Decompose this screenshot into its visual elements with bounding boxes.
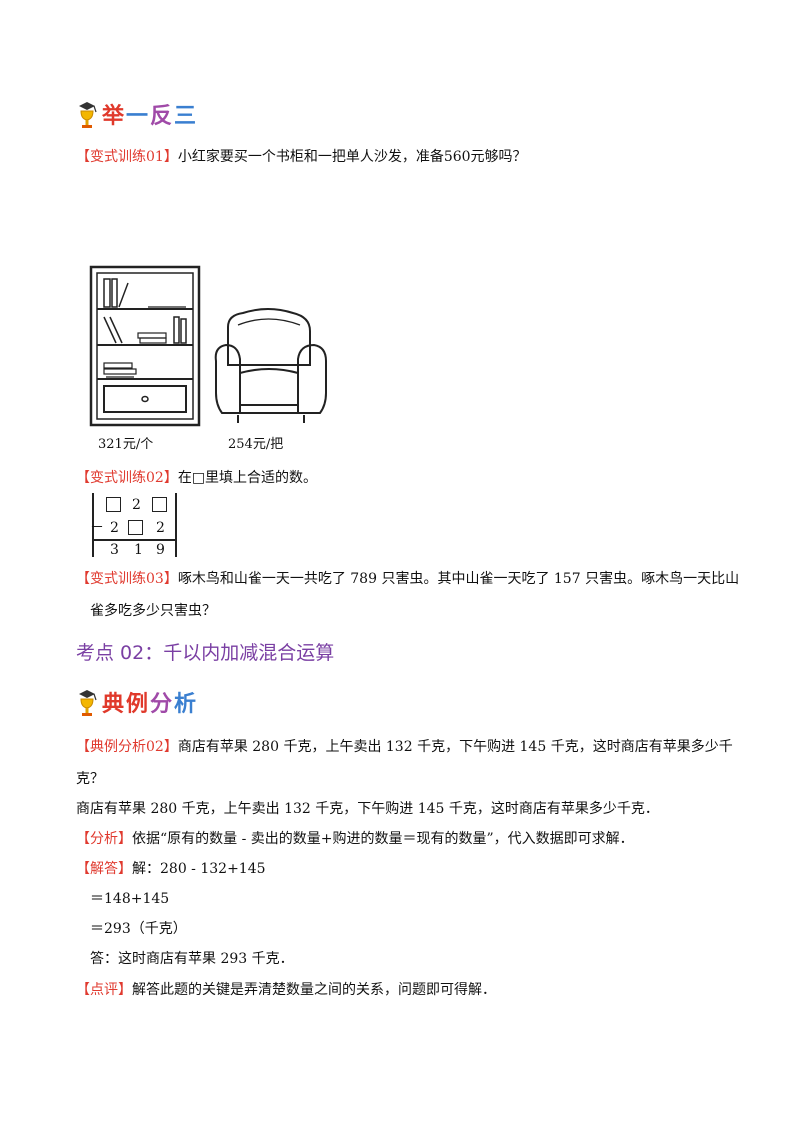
answer-tag: 【解答】 xyxy=(76,861,132,877)
answer-step: ＝293（千克） xyxy=(90,921,187,937)
answer: 【解答】解：280 - 132+145 xyxy=(76,859,266,879)
trophy-icon xyxy=(79,690,97,716)
answer-step: ＝148+145 xyxy=(90,891,170,907)
blank-box[interactable] xyxy=(106,497,121,512)
banner-practice: 举一反三 xyxy=(76,98,198,130)
minus-sign: － xyxy=(90,520,104,536)
blank-box[interactable] xyxy=(152,497,167,512)
comment-text: 解答此题的关键是弄清楚数量之间的关系，问题即可得解． xyxy=(132,982,496,998)
example-problem-continued: 克？ xyxy=(76,771,104,787)
banner-char: 反 xyxy=(150,104,175,129)
banner-char: 典 xyxy=(102,692,127,717)
problem-restatement: 商店有苹果 280 千克，上午卖出 132 千克，下午购进 145 千克，这时商… xyxy=(76,801,659,817)
furniture-figure: 321元/个 254元/把 xyxy=(88,265,332,460)
sofa-price-label: 254元/把 xyxy=(228,437,284,452)
answer-text: 解：280 - 132+145 xyxy=(132,861,266,877)
banner-char: 举 xyxy=(102,104,127,129)
analysis: 【分析】依据“原有的数量 - 卖出的数量+购进的数量＝现有的数量”，代入数据即可… xyxy=(76,829,634,849)
subtraction-puzzle: 2 － 2 2 3 1 9 xyxy=(86,493,181,558)
exercise-tag: 【变式训练03】 xyxy=(76,571,178,587)
exercise-text: 啄木鸟和山雀一天一共吃了 789 只害虫。其中山雀一天吃了 157 只害虫。啄木… xyxy=(177,571,740,587)
banner-example: 典例分析 xyxy=(76,686,198,718)
exercise-1: 【变式训练01】小红家要买一个书柜和一把单人沙发，准备560元够吗？ xyxy=(76,147,527,167)
exercise-3-continued: 雀多吃多少只害虫？ xyxy=(90,603,216,619)
banner-char: 分 xyxy=(150,692,175,717)
trophy-icon xyxy=(79,102,97,128)
comment: 【点评】解答此题的关键是弄清楚数量之间的关系，问题即可得解． xyxy=(76,980,496,1000)
example-text: 商店有苹果 280 千克，上午卖出 132 千克，下午购进 145 千克，这时商… xyxy=(177,739,733,755)
puzzle-digit: 9 xyxy=(156,542,165,558)
puzzle-digit: 3 xyxy=(110,542,119,558)
comment-tag: 【点评】 xyxy=(76,982,132,998)
blank-box[interactable] xyxy=(128,520,143,535)
exercise-3: 【变式训练03】啄木鸟和山雀一天一共吃了 789 只害虫。其中山雀一天吃了 15… xyxy=(76,569,739,589)
bookcase-price-label: 321元/个 xyxy=(98,437,154,452)
section-title: 考点 02：千以内加减混合运算 xyxy=(76,642,335,664)
exercise-2: 【变式训练02】在□里填上合适的数。 xyxy=(76,468,317,488)
banner-char: 三 xyxy=(174,104,199,129)
puzzle-digit: 1 xyxy=(134,542,143,558)
exercise-tag: 【变式训练01】 xyxy=(76,149,178,165)
puzzle-digit: 2 xyxy=(110,520,119,536)
banner-char: 析 xyxy=(174,692,199,717)
exercise-text: 在□里填上合适的数。 xyxy=(177,470,318,486)
puzzle-digit: 2 xyxy=(156,520,165,536)
exercise-text: 小红家要买一个书柜和一把单人沙发，准备560元够吗？ xyxy=(177,149,527,165)
puzzle-digit: 2 xyxy=(132,497,141,513)
example-problem: 【典例分析02】商店有苹果 280 千克，上午卖出 132 千克，下午购进 14… xyxy=(76,737,733,757)
analysis-text: 依据“原有的数量 - 卖出的数量+购进的数量＝现有的数量”，代入数据即可求解． xyxy=(132,831,634,847)
puzzle-right-bar xyxy=(175,493,177,557)
banner-char: 一 xyxy=(126,104,151,129)
analysis-tag: 【分析】 xyxy=(76,831,132,847)
puzzle-divider xyxy=(92,539,176,541)
example-tag: 【典例分析02】 xyxy=(76,739,178,755)
answer-final: 答：这时商店有苹果 293 千克． xyxy=(90,951,294,967)
banner-char: 例 xyxy=(126,692,151,717)
exercise-tag: 【变式训练02】 xyxy=(76,470,178,486)
puzzle-left-bar xyxy=(92,493,94,557)
bookcase-illustration xyxy=(89,265,327,427)
